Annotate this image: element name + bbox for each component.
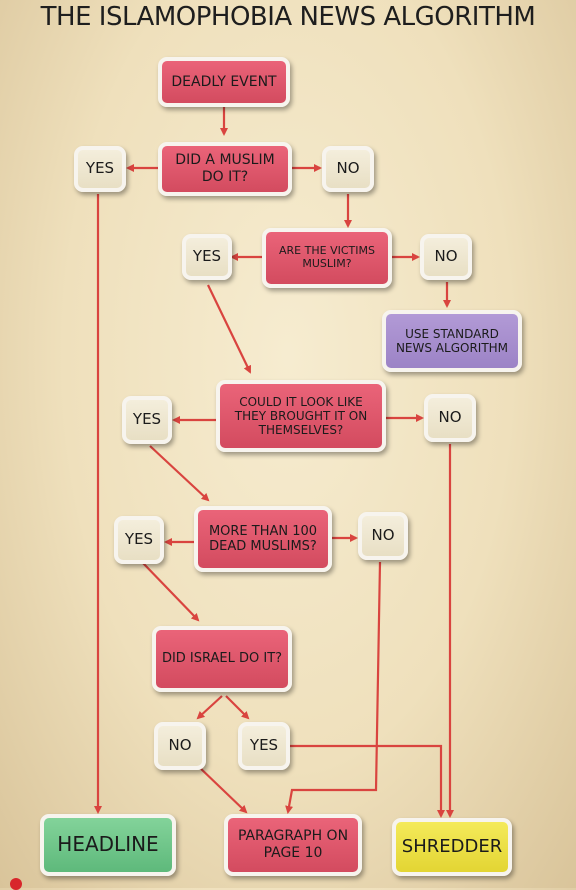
page-title: THE ISLAMOPHOBIA NEWS ALGORITHM bbox=[40, 2, 536, 32]
node-question-100-dead: MORE THAN 100 DEAD MUSLIMS? bbox=[194, 506, 332, 572]
node-standard-algorithm: USE STANDARD NEWS ALGORITHM bbox=[382, 310, 522, 372]
arrow-yes-to-israel bbox=[141, 561, 200, 622]
node-100-no: NO bbox=[358, 512, 408, 560]
node-paragraph-page-10: PARAGRAPH ON PAGE 10 bbox=[224, 814, 362, 876]
node-muslim-yes: YES bbox=[74, 146, 126, 192]
node-question-israel: DID ISRAEL DO IT? bbox=[152, 626, 292, 692]
corner-dot bbox=[10, 878, 22, 890]
arrow-israel-yes-to-shredder bbox=[290, 744, 445, 818]
arrow-israel-no-to-paragraph bbox=[197, 765, 248, 814]
arrow-israel-to-no bbox=[196, 695, 223, 720]
arrow-yes-to-brought bbox=[207, 284, 251, 374]
arrow-100-no-to-paragraph bbox=[285, 561, 382, 814]
node-victims-yes: YES bbox=[182, 234, 232, 280]
node-israel-yes: YES bbox=[238, 722, 290, 770]
node-question-victims: ARE THE VICTIMS MUSLIM? bbox=[262, 228, 392, 288]
node-question-muslim: DID A MUSLIM DO IT? bbox=[158, 142, 292, 196]
arrow-israel-to-yes bbox=[225, 695, 250, 720]
node-deadly-event: DEADLY EVENT bbox=[158, 57, 290, 107]
node-victims-no: NO bbox=[420, 234, 472, 280]
node-brought-yes: YES bbox=[122, 396, 172, 444]
node-100-yes: YES bbox=[114, 516, 164, 564]
arrow-yes-to-100 bbox=[149, 445, 210, 502]
node-shredder: SHREDDER bbox=[392, 818, 512, 876]
node-muslim-no: NO bbox=[322, 146, 374, 192]
node-headline: HEADLINE bbox=[40, 814, 176, 876]
node-brought-no: NO bbox=[424, 394, 476, 442]
node-israel-no: NO bbox=[154, 722, 206, 770]
node-question-brought-it: COULD IT LOOK LIKE THEY BROUGHT IT ON TH… bbox=[216, 380, 386, 452]
